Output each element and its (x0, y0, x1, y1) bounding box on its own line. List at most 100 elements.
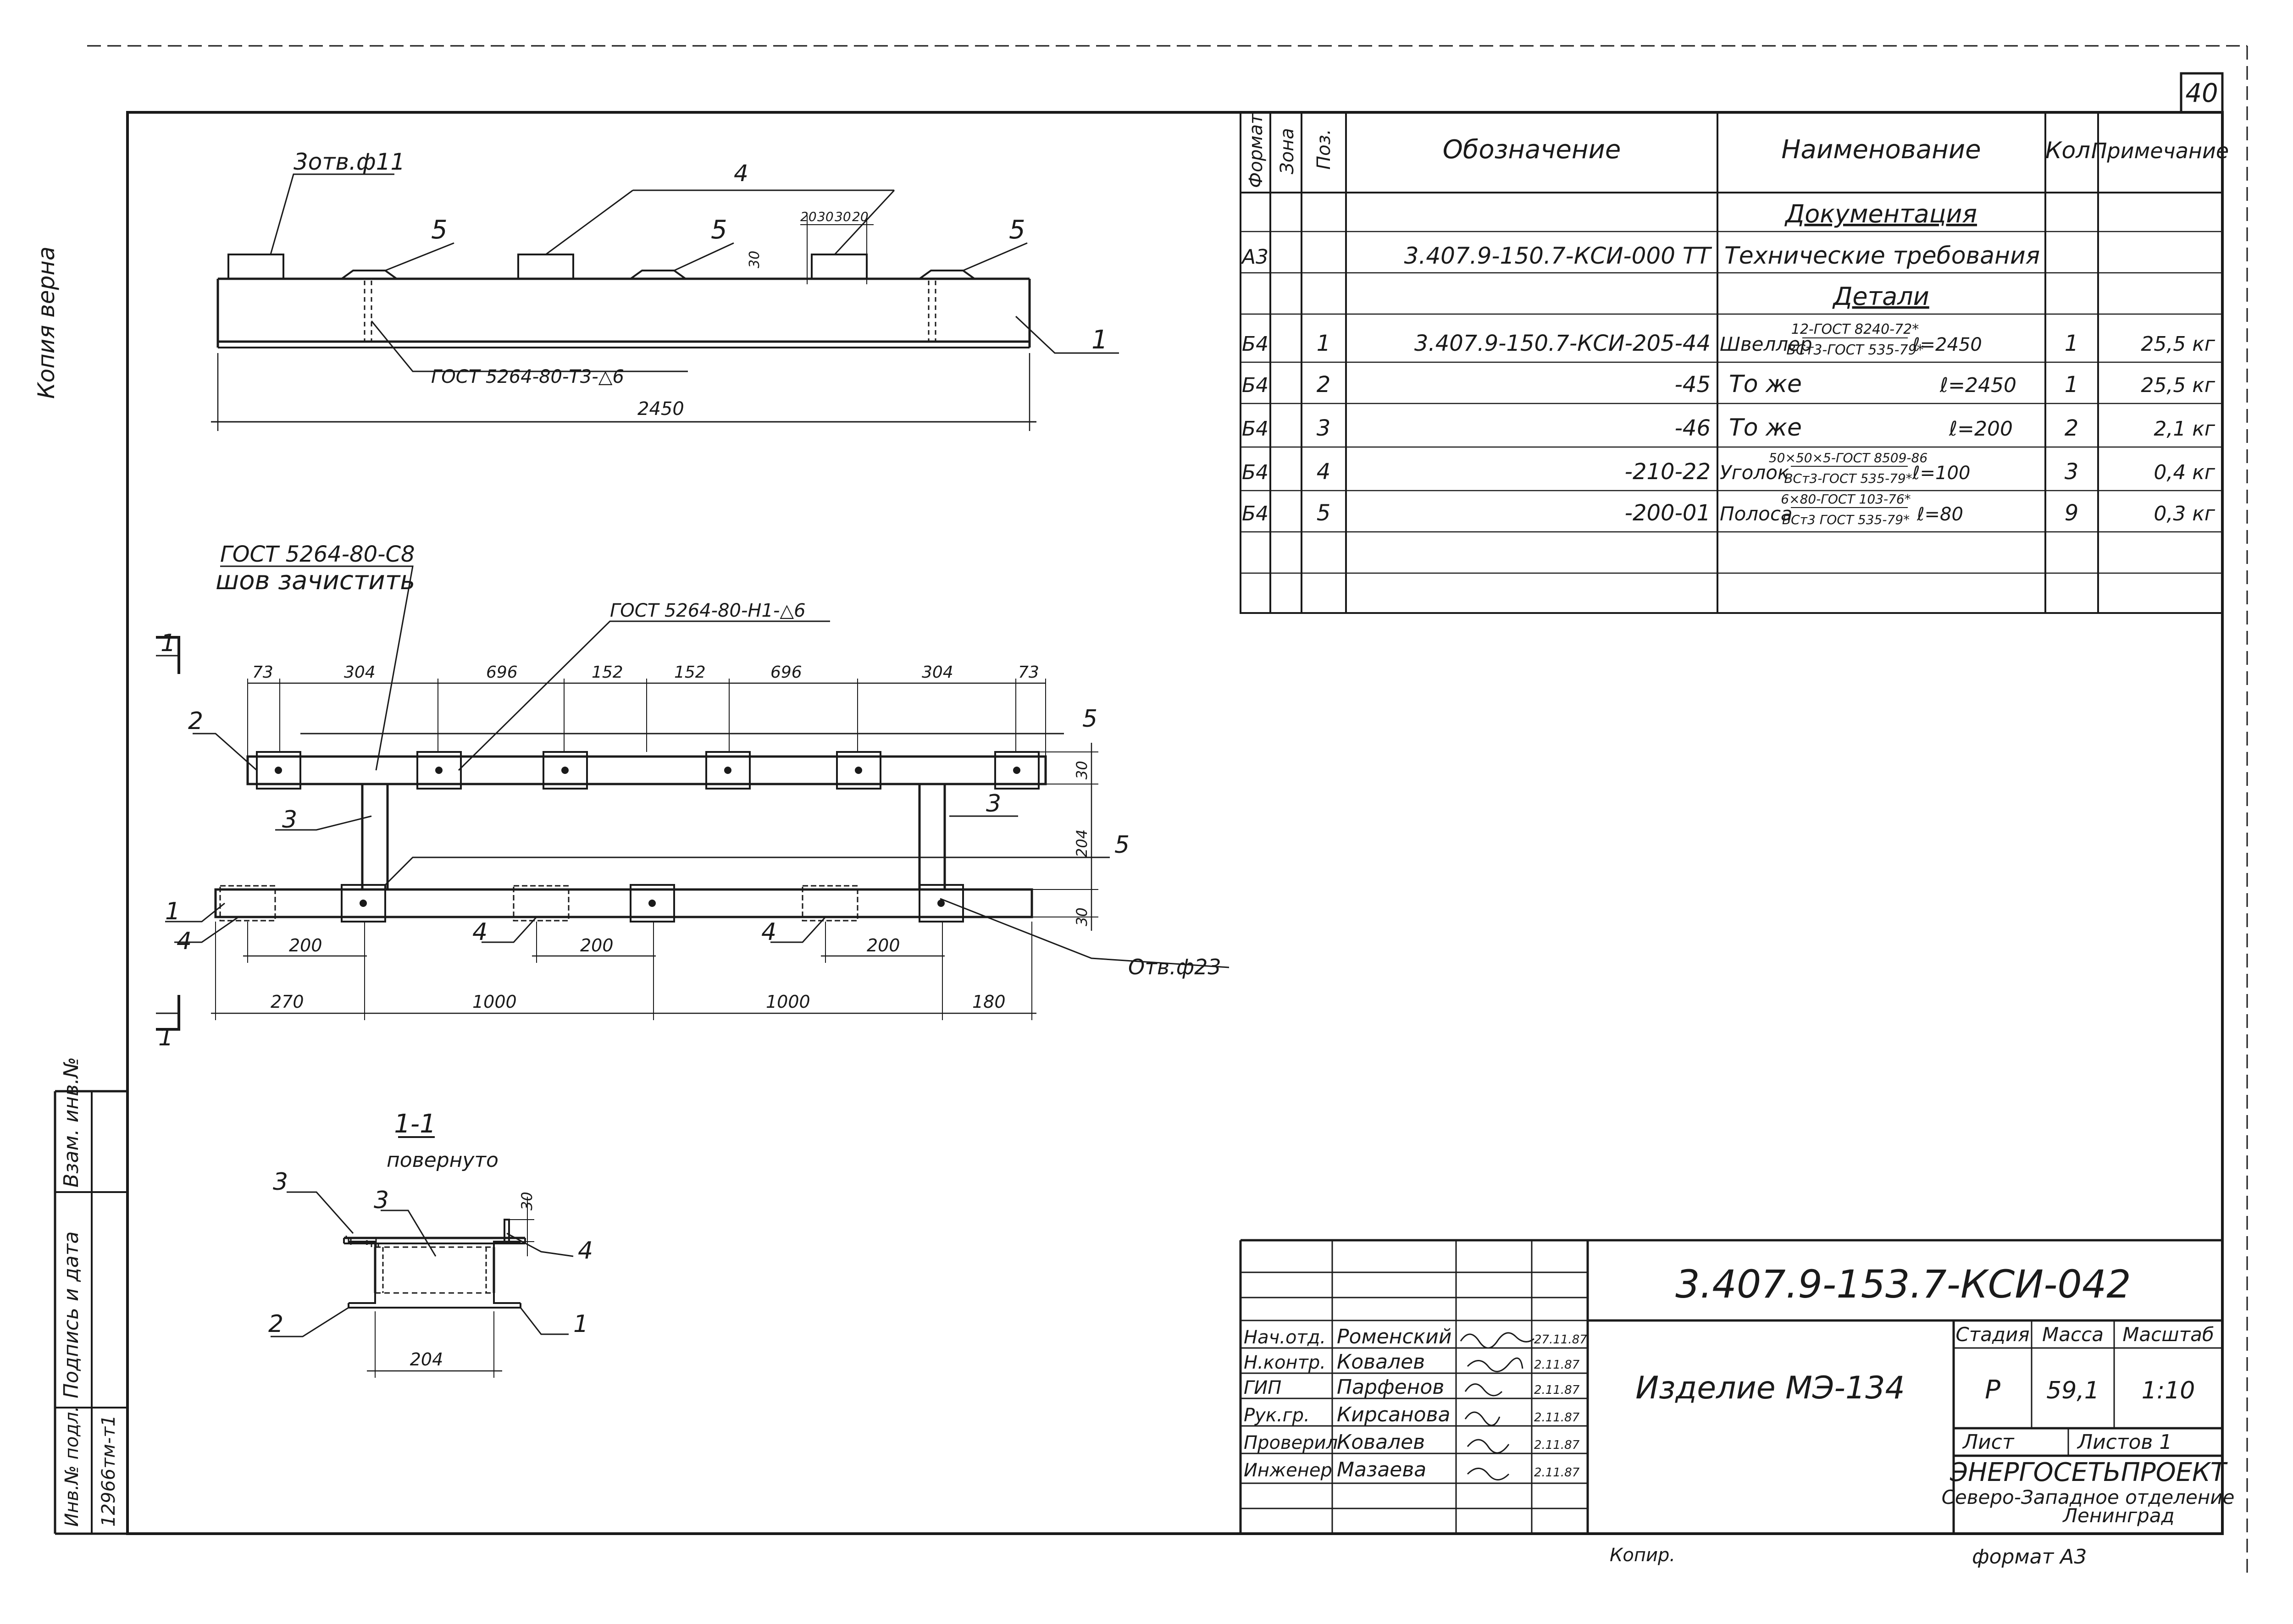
hole-dim-d: 20 (852, 209, 869, 224)
callout-1: 1 (1091, 325, 1108, 355)
svg-text:ℓ=80: ℓ=80 (1916, 504, 1963, 525)
table-row: Б4 1 3.407.9-150.7-КСИ-205-44 Швеллер 12… (1242, 321, 2215, 358)
section-view: 1-1 повернуто 204 30 3 3 4 2 1 (268, 1109, 593, 1378)
copied-by: Копир. (1610, 1545, 1675, 1566)
header-designation: Обозначение (1443, 135, 1621, 165)
callout-3a: 3 (282, 806, 297, 834)
sheet-label: Лист (1962, 1431, 2015, 1454)
weld-note-1b: шов зачистить (216, 566, 415, 596)
sheet-frame (54, 45, 2248, 1577)
svg-text:2.11.87: 2.11.87 (1534, 1358, 1580, 1372)
dim-304b: 304 (922, 663, 953, 682)
svg-text:2.11.87: 2.11.87 (1534, 1466, 1580, 1480)
dim-152b: 152 (674, 663, 706, 682)
table-row: Б4 5 -200-01 Полоса 6×80-ГОСТ 103-76* ВС… (1242, 492, 2215, 527)
callout-4c: 4 (761, 918, 776, 946)
inv-no-label: Инв.№ подл. (61, 1406, 83, 1527)
table-row: Б4 3 -46 То же ℓ=200 2 2,1 кг (1242, 414, 2215, 442)
overall-dim: 2450 (637, 398, 684, 420)
sheet-number: 40 (2185, 78, 2218, 108)
svg-text:Инженер: Инженер (1244, 1460, 1332, 1481)
svg-text:Уголок: Уголок (1720, 461, 1789, 484)
svg-text:ВСт3-ГОСТ 535-79*: ВСт3-ГОСТ 535-79* (1786, 342, 1923, 358)
callout-5c: 5 (1009, 215, 1025, 245)
svg-text:-46: -46 (1675, 415, 1711, 441)
dim-696b: 696 (770, 663, 802, 682)
dim-152a: 152 (592, 663, 623, 682)
document-code: 3.407.9-153.7-КСИ-042 (1675, 1262, 2131, 1307)
spec-table: Формат Зона Поз. Обозначение Наименовани… (1240, 111, 2229, 614)
svg-text:ℓ=100: ℓ=100 (1912, 463, 1970, 484)
inv-no-value: 12966тм-т1 (98, 1415, 119, 1527)
header-note: Примечание (2091, 138, 2229, 163)
replace-inv-label: Взам. инв.№ (60, 1057, 83, 1188)
svg-text:ГИП: ГИП (1244, 1377, 1281, 1398)
dim-30-top: 30 (1073, 761, 1091, 779)
header-name: Наименование (1781, 135, 1981, 165)
svg-text:Полоса: Полоса (1720, 503, 1793, 525)
hole-dim-c: 30 (835, 209, 851, 224)
title-block: 3.407.9-153.7-КСИ-042 Изделие МЭ-134 Ста… (1239, 1239, 2235, 1569)
top-view: 3отв.ф11 4 5 5 5 1 ГОСТ 5264-80-Т3-△6 24… (211, 149, 1119, 431)
dim-200a: 200 (289, 935, 322, 956)
plan-view: ГОСТ 5264-80-С8 шов зачистить ГОСТ 5264-… (156, 541, 1230, 1051)
signature-row: Н.контр. Ковалев 2.11.87 (1244, 1350, 1580, 1374)
dim-270: 270 (271, 992, 304, 1012)
callout-1: 1 (165, 898, 180, 925)
svg-text:2: 2 (2065, 415, 2079, 441)
org-city: Ленинград (2062, 1504, 2174, 1527)
svg-text:2,1 кг: 2,1 кг (2154, 417, 2215, 441)
svg-text:Роменский: Роменский (1337, 1325, 1451, 1348)
svg-text:Н.контр.: Н.контр. (1244, 1352, 1326, 1373)
doc-row-name: Технические требования (1724, 242, 2040, 270)
svg-text:0,4 кг: 0,4 кг (2154, 461, 2215, 484)
svg-text:То же: То же (1729, 414, 1802, 442)
section-title: 1-1 (394, 1109, 436, 1139)
svg-text:ВСт3-ГОСТ 535-79*: ВСт3-ГОСТ 535-79* (1784, 471, 1912, 486)
signature-row: Проверил Ковалев 2.11.87 (1244, 1431, 1580, 1454)
scale-value: 1:10 (2142, 1377, 2195, 1404)
svg-text:25,5 кг: 25,5 кг (2141, 374, 2215, 397)
svg-text:2.11.87: 2.11.87 (1534, 1383, 1580, 1397)
svg-text:Б4: Б4 (1242, 502, 1268, 525)
sheets-label: Листов 1 (2077, 1431, 2172, 1454)
svg-text:25,5 кг: 25,5 кг (2141, 332, 2215, 356)
svg-text:3: 3 (1317, 415, 1331, 441)
section-height-dim: 30 (518, 1192, 536, 1210)
svg-text:1: 1 (2065, 331, 2079, 356)
svg-text:2.11.87: 2.11.87 (1534, 1411, 1580, 1425)
sign-date-label: Подпись и дата (60, 1232, 83, 1398)
svg-text:1: 1 (2065, 372, 2079, 398)
item-name: Изделие МЭ-134 (1635, 1370, 1905, 1406)
svg-text:Проверил: Проверил (1244, 1432, 1338, 1453)
callout-5a: 5 (431, 215, 448, 245)
header-pos: Поз. (1313, 129, 1335, 170)
section-docs: Документация (1784, 199, 1977, 228)
svg-text:Рук.гр.: Рук.гр. (1244, 1405, 1310, 1426)
dim-73b: 73 (1018, 663, 1039, 682)
svg-text:Мазаева: Мазаева (1337, 1458, 1426, 1481)
mass-value: 59,1 (2046, 1377, 2099, 1404)
section-parts: Детали (1832, 282, 1929, 311)
svg-text:50×50×5-ГОСТ 8509-86: 50×50×5-ГОСТ 8509-86 (1769, 450, 1927, 465)
signature-row: ГИП Парфенов 2.11.87 (1244, 1375, 1580, 1399)
stage-value: Р (1985, 1375, 2000, 1405)
dim-1000b: 1000 (766, 992, 810, 1012)
signature-scribbles (1460, 1332, 1534, 1480)
svg-text:Б4: Б4 (1242, 374, 1268, 397)
svg-text:4: 4 (1317, 459, 1331, 485)
scale-label: Масштаб (2122, 1323, 2214, 1346)
callout-4: 4 (734, 160, 748, 187)
org-dept: Северо-Западное отделение (1942, 1486, 2235, 1508)
dim-180: 180 (972, 992, 1006, 1012)
svg-text:0,3 кг: 0,3 кг (2154, 502, 2215, 525)
svg-text:Парфенов: Парфенов (1337, 1375, 1444, 1399)
svg-text:-210-22: -210-22 (1625, 459, 1711, 485)
section-callout-3a: 3 (273, 1168, 288, 1196)
svg-text:Швеллер: Швеллер (1720, 333, 1812, 355)
header-zone: Зона (1277, 128, 1298, 174)
dim-1000a: 1000 (472, 992, 517, 1012)
weld-note: ГОСТ 5264-80-Т3-△6 (431, 366, 624, 387)
hole-markers (275, 767, 1020, 907)
